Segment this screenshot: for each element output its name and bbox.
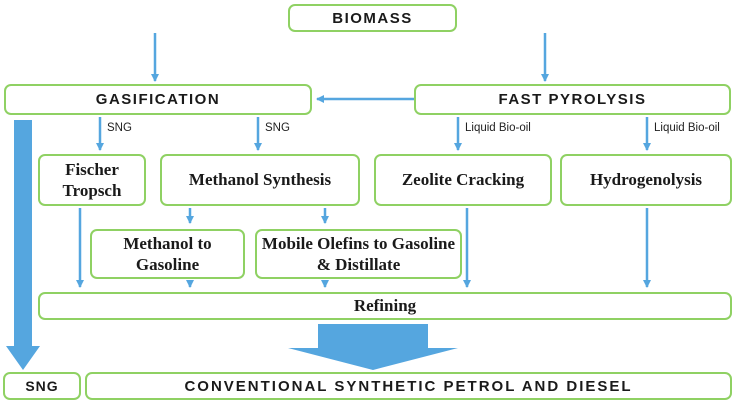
node-methanol-synthesis: Methanol Synthesis [160,154,360,206]
node-fast-pyrolysis: FAST PYROLYSIS [414,84,731,115]
node-methanol-synthesis-label: Methanol Synthesis [188,170,332,190]
node-final-product: CONVENTIONAL SYNTHETIC PETROL AND DIESEL [85,372,732,400]
node-mobile-olefins: Mobile Olefins to Gasoline & Distillate [255,229,462,279]
node-refining: Refining [38,292,732,320]
node-fischer-tropsch-label: Fischer Tropsch [62,159,122,200]
thick-arrow-gasification-to-sng [6,120,40,370]
node-sng-product: SNG [3,372,81,400]
node-fischer-tropsch: Fischer Tropsch [38,154,146,206]
node-sng-product-label: SNG [25,378,59,394]
node-hydrogenolysis-label: Hydrogenolysis [589,170,703,190]
thick-arrow-refining-to-final-product [288,324,458,370]
node-refining-label: Refining [353,296,417,316]
node-gasification-label: GASIFICATION [95,91,221,108]
node-biomass: BIOMASS [288,4,457,32]
node-mobile-olefins-label: Mobile Olefins to Gasoline & Distillate [261,233,456,274]
node-gasification: GASIFICATION [4,84,312,115]
node-fast-pyrolysis-label: FAST PYROLYSIS [498,91,647,108]
node-methanol-to-gasoline-label: Methanol to Gasoline [123,233,212,274]
edge-label-liquid-bio-oil-left: Liquid Bio-oil [465,122,531,134]
node-zeolite-cracking: Zeolite Cracking [374,154,552,206]
node-hydrogenolysis: Hydrogenolysis [560,154,732,206]
node-final-product-label: CONVENTIONAL SYNTHETIC PETROL AND DIESEL [184,377,633,395]
node-zeolite-cracking-label: Zeolite Cracking [401,170,525,190]
node-biomass-label: BIOMASS [332,9,413,27]
edge-label-liquid-bio-oil-right: Liquid Bio-oil [654,122,720,134]
edge-label-sng-right: SNG [265,122,290,134]
node-methanol-to-gasoline: Methanol to Gasoline [90,229,245,279]
edge-label-sng-left: SNG [107,122,132,134]
